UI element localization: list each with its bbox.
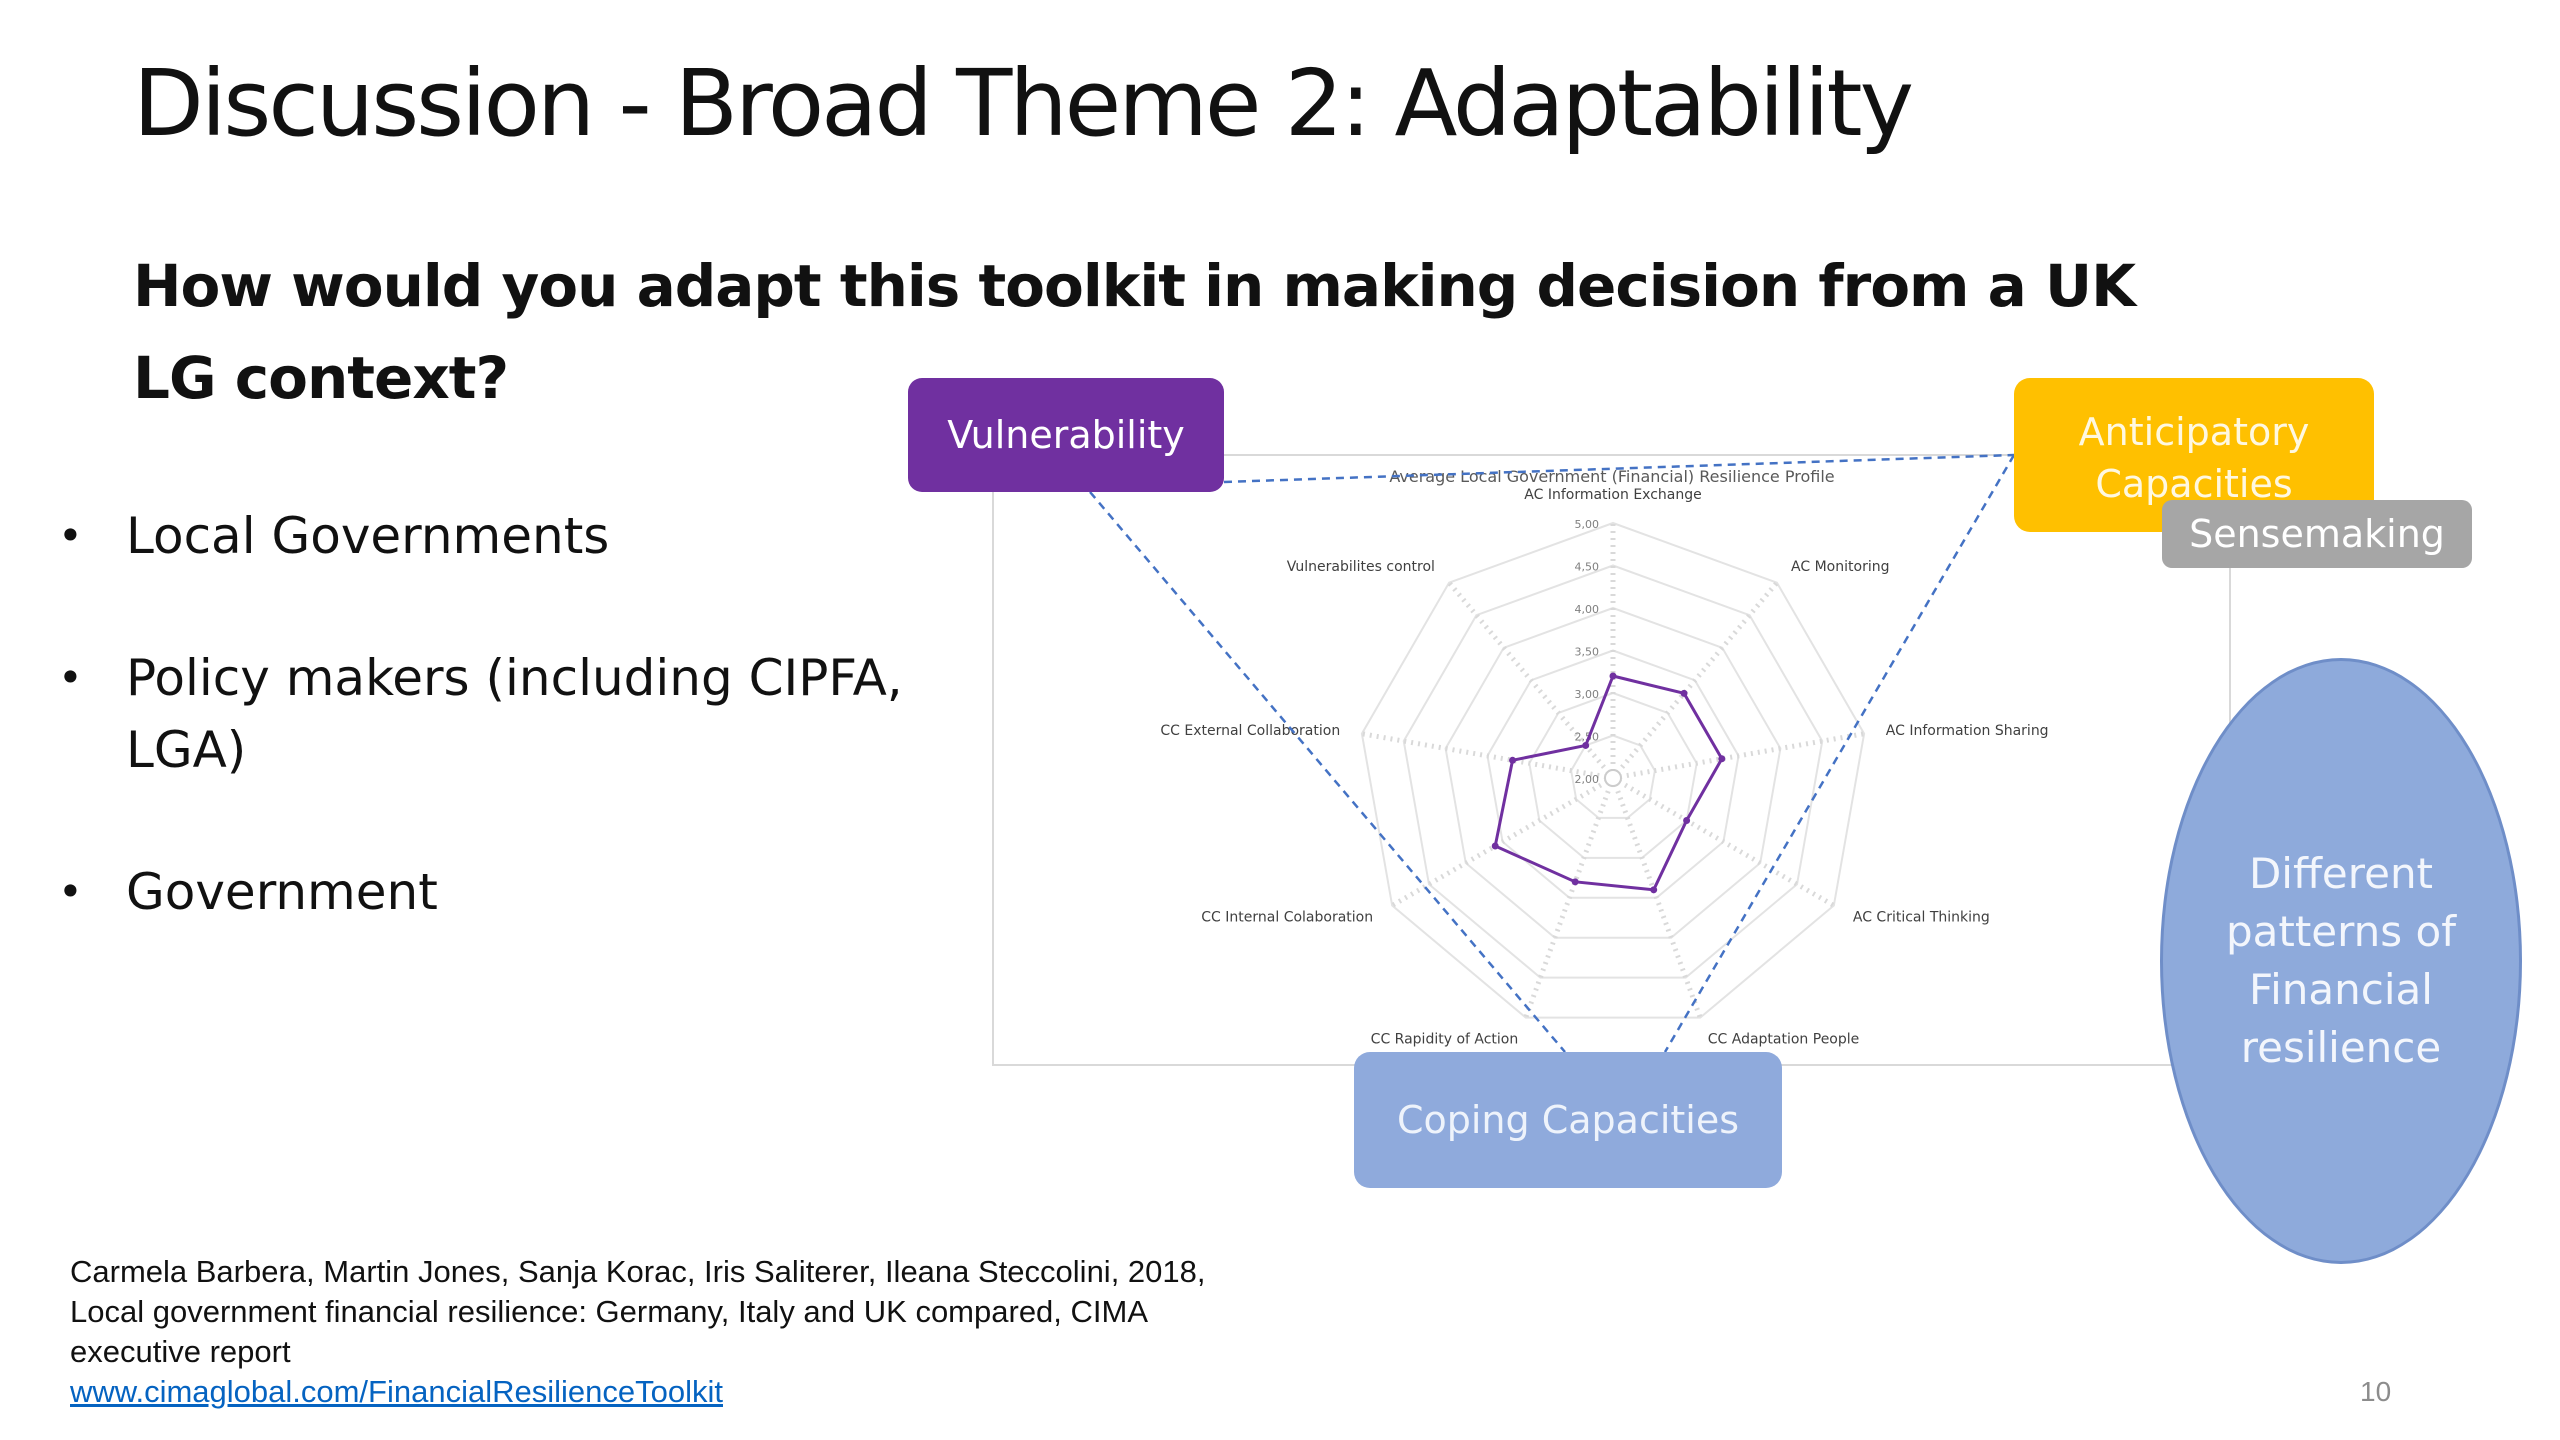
radar-spoke bbox=[1390, 775, 1615, 908]
connector-lines bbox=[1089, 453, 2016, 1053]
radar-grid-ring bbox=[1486, 649, 1740, 899]
radar-data-point bbox=[1650, 886, 1658, 894]
radar-data-point bbox=[1680, 689, 1688, 697]
radar-axis-label: CC Internal Colaboration bbox=[1201, 910, 1373, 926]
radar-axis-label: AC Information Exchange bbox=[1524, 487, 1701, 503]
radar-tick-label: 3,00 bbox=[1575, 688, 1600, 701]
radar-tick-label: 4,00 bbox=[1575, 603, 1600, 616]
radar-ticks: 2,00 2,50 3,00 3,50 4,00 4,50 5,00 bbox=[1575, 518, 1600, 786]
financial-resilience-patterns-oval: Different patterns of Financial resilien… bbox=[2160, 658, 2522, 1264]
vulnerability-label: Vulnerability bbox=[908, 378, 1224, 492]
oval-label: Different patterns of Financial resilien… bbox=[2225, 849, 2457, 1072]
connector-line bbox=[1663, 454, 2016, 1053]
sensemaking-label: Sensemaking bbox=[2162, 500, 2472, 568]
radar-spoke bbox=[1610, 777, 1703, 1019]
radar-center-marker bbox=[1604, 769, 1622, 787]
radar-axis-label: AC Monitoring bbox=[1791, 559, 1889, 575]
radar-grid bbox=[1360, 521, 1866, 1019]
radar-axis-label: CC External Collaboration bbox=[1160, 723, 1340, 739]
citation-link[interactable]: www.cimaglobal.com/FinancialResilienceTo… bbox=[70, 1374, 723, 1409]
radar-data-point bbox=[1609, 672, 1617, 680]
radar-data-point bbox=[1491, 842, 1499, 850]
list-item-label: Government bbox=[126, 863, 438, 921]
list-item-label: Local Governments bbox=[126, 507, 610, 565]
radar-tick-label: 4,50 bbox=[1575, 561, 1600, 574]
radar-axis-labels: AC Information Exchange AC Monitoring AC I… bbox=[1160, 487, 2048, 1047]
radar-spoke bbox=[1361, 731, 1614, 781]
radar-series bbox=[1491, 672, 1726, 894]
radar-grid-ring bbox=[1528, 691, 1698, 859]
radar-grid-ring bbox=[1570, 734, 1656, 819]
discussion-question: How would you adapt this toolkit in maki… bbox=[133, 252, 2136, 412]
list-item: • Local Governments bbox=[50, 500, 930, 572]
radar-tick-label: 3,50 bbox=[1575, 646, 1600, 659]
chart-frame bbox=[992, 454, 2231, 1066]
radar-data-point bbox=[1571, 878, 1579, 886]
page-number: 10 bbox=[2360, 1376, 2392, 1407]
bullet-icon: • bbox=[58, 867, 83, 916]
radar-series-line bbox=[1493, 674, 1724, 892]
radar-data-point bbox=[1509, 756, 1517, 764]
chart-title: Average Local Government (Financial) Res… bbox=[1389, 467, 1834, 486]
radar-data-point bbox=[1683, 817, 1691, 824]
radar-axis-label: CC Rapidity of Action bbox=[1371, 1031, 1519, 1047]
radar-grid-ring bbox=[1402, 564, 1824, 979]
radar-spoke bbox=[1611, 775, 1836, 908]
connector-line bbox=[1223, 453, 2015, 484]
radar-grid-ring bbox=[1444, 606, 1782, 939]
audience-list: • Local Governments • Policy makers (inc… bbox=[50, 500, 930, 928]
radar-axis-label: AC Information Sharing bbox=[1886, 723, 2049, 739]
radar-data-point bbox=[1718, 755, 1726, 763]
coping-capacities-label: Coping Capacities bbox=[1354, 1052, 1782, 1188]
list-item: • Policy makers (including CIPFA, LGA) bbox=[50, 642, 930, 786]
radar-spoke bbox=[1523, 777, 1616, 1019]
list-item-label: Policy makers (including CIPFA, LGA) bbox=[126, 649, 903, 779]
slide-title: Discussion - Broad Theme 2: Adaptability bbox=[133, 50, 1914, 157]
bullet-icon: • bbox=[58, 511, 83, 560]
connector-line bbox=[1089, 491, 1566, 1053]
radar-grid-ring bbox=[1360, 521, 1866, 1019]
citation-text: Carmela Barbera, Martin Jones, Sanja Kor… bbox=[70, 1254, 1206, 1369]
radar-axis-label: CC Adaptation People bbox=[1708, 1031, 1860, 1047]
bullet-icon: • bbox=[58, 653, 83, 702]
radar-spoke bbox=[1612, 731, 1865, 781]
radar-tick-label: 5,00 bbox=[1575, 518, 1600, 531]
radar-spoke bbox=[1611, 581, 1779, 780]
list-item: • Government bbox=[50, 856, 930, 928]
radar-tick-label: 2,00 bbox=[1575, 773, 1600, 786]
radar-data-point bbox=[1582, 741, 1590, 749]
radar-axis-label: Vulnerabilites control bbox=[1287, 559, 1435, 575]
radar-axis-label: AC Critical Thinking bbox=[1853, 910, 1990, 926]
citation: Carmela Barbera, Martin Jones, Sanja Kor… bbox=[70, 1252, 1230, 1412]
radar-tick-label: 2,50 bbox=[1575, 731, 1600, 744]
